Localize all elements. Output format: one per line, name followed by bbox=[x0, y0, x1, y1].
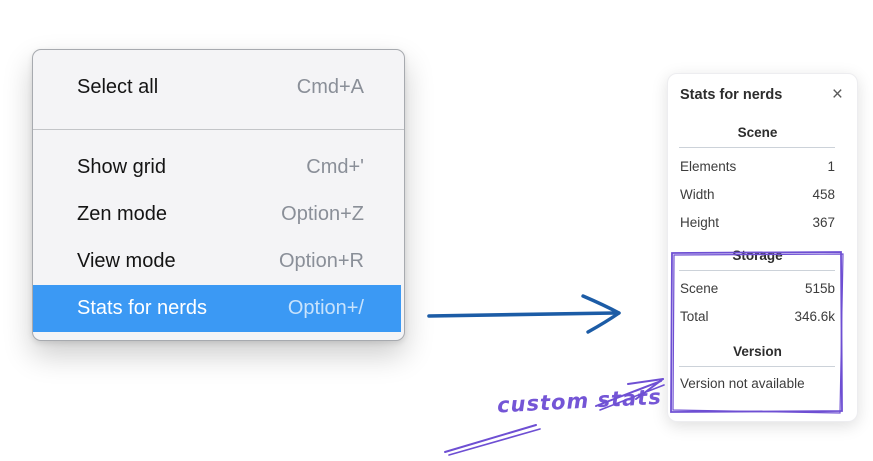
divider bbox=[679, 147, 835, 148]
context-menu: Select all Cmd+A Show grid Cmd+' Zen mod… bbox=[32, 49, 405, 341]
stat-value: 346.6k bbox=[794, 308, 835, 324]
stat-row-elements: Elements 1 bbox=[668, 152, 857, 180]
menu-item-label: Show grid bbox=[77, 156, 166, 178]
storage-rows: Scene 515b Total 346.6k bbox=[668, 274, 857, 330]
stat-value: 367 bbox=[812, 214, 835, 230]
stat-value: 458 bbox=[812, 186, 835, 202]
stats-for-nerds-panel: Stats for nerds × Scene Elements 1 Width… bbox=[667, 73, 858, 422]
menu-item-stats-for-nerds[interactable]: Stats for nerds Option+/ bbox=[33, 285, 401, 332]
menu-item-shortcut: Cmd+A bbox=[296, 76, 364, 98]
close-icon[interactable]: × bbox=[831, 84, 843, 105]
menu-item-shortcut: Option+R bbox=[278, 250, 364, 272]
menu-item-zen-mode[interactable]: Zen mode Option+Z bbox=[33, 191, 404, 238]
menu-item-view-mode[interactable]: View mode Option+R bbox=[33, 238, 404, 285]
stat-label: Width bbox=[680, 186, 715, 202]
divider bbox=[679, 270, 835, 271]
scene-section-heading: Scene bbox=[737, 125, 778, 140]
menu-section-top: Select all Cmd+A bbox=[33, 50, 404, 129]
menu-item-shortcut: Option+Z bbox=[281, 203, 364, 225]
stat-label: Scene bbox=[680, 280, 719, 296]
stat-label: Total bbox=[680, 308, 709, 324]
menu-section-bottom: Show grid Cmd+' Zen mode Option+Z View m… bbox=[33, 130, 404, 340]
menu-item-label: Select all bbox=[77, 76, 159, 98]
stat-label: Elements bbox=[680, 158, 737, 174]
menu-item-shortcut: Cmd+' bbox=[306, 156, 364, 178]
scene-rows: Elements 1 Width 458 Height 367 bbox=[668, 152, 857, 236]
stat-row-scene-size: Scene 515b bbox=[668, 274, 857, 302]
menu-separator bbox=[33, 129, 404, 130]
menu-item-select-all[interactable]: Select all Cmd+A bbox=[33, 64, 404, 111]
stat-value: 1 bbox=[827, 158, 835, 174]
menu-item-label: Zen mode bbox=[77, 203, 168, 225]
version-section-heading: Version bbox=[733, 344, 782, 359]
menu-item-label: Stats for nerds bbox=[77, 297, 208, 319]
stat-value: 515b bbox=[804, 280, 835, 296]
stat-row-width: Width 458 bbox=[668, 180, 857, 208]
stat-row-total-size: Total 346.6k bbox=[668, 302, 857, 330]
stat-row-height: Height 367 bbox=[668, 208, 857, 236]
menu-item-show-grid[interactable]: Show grid Cmd+' bbox=[33, 144, 404, 191]
annotation-custom-stats: custom stats bbox=[496, 384, 663, 418]
menu-item-label: View mode bbox=[77, 250, 176, 272]
blue-arrow bbox=[427, 294, 621, 334]
stats-panel-title: Stats for nerds bbox=[680, 87, 783, 103]
menu-item-shortcut: Option+/ bbox=[287, 297, 364, 319]
stat-label: Height bbox=[680, 214, 720, 230]
storage-section-heading: Storage bbox=[732, 248, 783, 263]
stats-panel-header: Stats for nerds × bbox=[668, 74, 857, 105]
version-note: Version not available bbox=[680, 376, 805, 391]
